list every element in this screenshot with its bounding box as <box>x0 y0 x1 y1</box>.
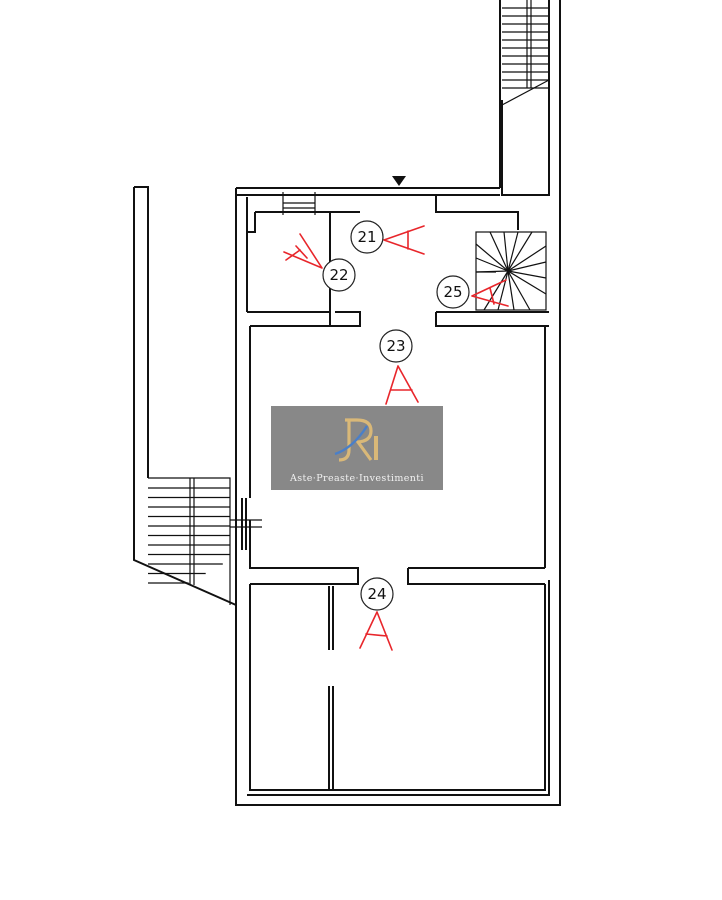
watermark-brand-text: Aste·Preaste·Investimenti <box>290 473 424 484</box>
room-label-23: 23 <box>386 337 405 355</box>
room-label-24: 24 <box>367 585 386 603</box>
room-marker-22: 22 <box>322 258 356 292</box>
room-marker-23: 23 <box>379 329 413 363</box>
watermark: Aste·Preaste·Investimenti <box>271 406 443 490</box>
outer-walls <box>235 0 561 806</box>
watermark-logo-icon <box>271 414 443 470</box>
room-22-walls <box>247 192 361 327</box>
camera-mark-21-icon <box>383 225 425 255</box>
room-marker-25: 25 <box>436 275 470 309</box>
room-24-walls <box>249 584 546 791</box>
left-exterior-stair <box>133 186 237 670</box>
room-23-walls <box>230 325 546 585</box>
spiral-stair <box>475 231 547 311</box>
room-label-21: 21 <box>357 228 376 246</box>
room-marker-21: 21 <box>350 220 384 254</box>
room-label-22: 22 <box>329 266 348 284</box>
camera-mark-23-icon <box>385 365 419 405</box>
room-label-25: 25 <box>443 283 462 301</box>
room-marker-24: 24 <box>360 577 394 611</box>
camera-mark-25-icon <box>471 279 509 307</box>
entrance-arrow-icon <box>365 176 435 189</box>
top-right-exterior-stair <box>501 0 550 106</box>
camera-mark-24-icon <box>359 611 393 651</box>
camera-mark-22-icon <box>283 233 323 269</box>
room-21-walls <box>435 195 549 327</box>
